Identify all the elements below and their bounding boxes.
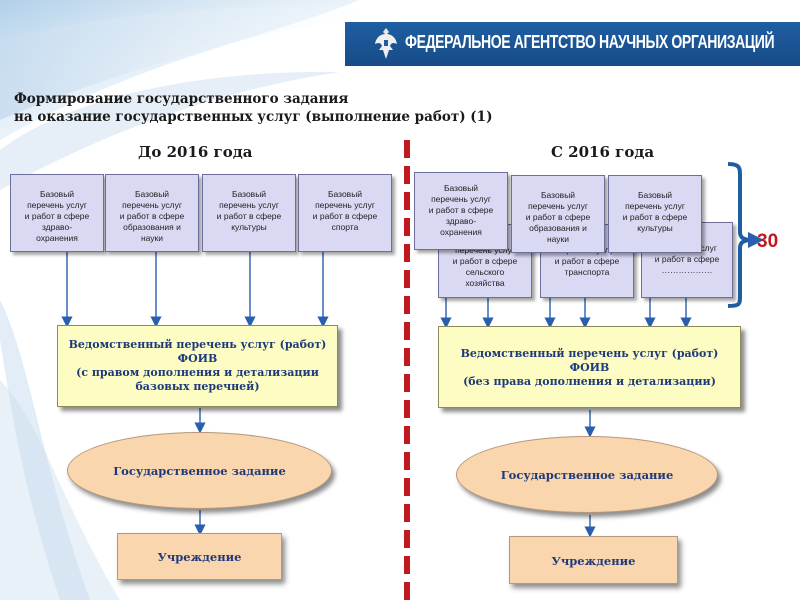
left-service-sport: Базовый перечень услуг и работ в сфере с… xyxy=(298,174,392,252)
left-column-heading: До 2016 года xyxy=(138,143,253,161)
right-dept-list: Ведомственный перечень услуг (работ) ФОИ… xyxy=(438,326,741,408)
header-bar: ФЕДЕРАЛЬНОЕ АГЕНТСТВО НАУЧНЫХ ОРГАНИЗАЦИ… xyxy=(345,22,800,66)
dept-line: Ведомственный перечень услуг (работ) xyxy=(68,338,327,351)
left-institution: Учреждение xyxy=(117,533,282,580)
left-service-healthcare: Базовый перечень услуг и работ в сфере з… xyxy=(10,174,104,252)
left-service-culture: Базовый перечень услуг и работ в сфере к… xyxy=(202,174,296,252)
page-title-line2: на оказание государственных услуг (выпол… xyxy=(14,109,493,125)
right-column-heading: С 2016 года xyxy=(551,143,655,161)
dashed-divider xyxy=(404,140,410,600)
right-institution: Учреждение xyxy=(509,536,678,584)
page-title-line1: Формирование государственного задания xyxy=(14,91,349,107)
service-label: Базовый перечень услуг и работ в сфере к… xyxy=(216,189,282,232)
agency-name: ФЕДЕРАЛЬНОЕ АГЕНТСТВО НАУЧНЫХ ОРГАНИЗАЦИ… xyxy=(405,32,775,52)
right-service-healthcare: Базовый перечень услуг и работ в сфере з… xyxy=(414,172,508,250)
service-label: Базовый перечень услуг и работ в сфере з… xyxy=(24,189,90,243)
page-title: Формирование государственного задания на… xyxy=(14,90,492,126)
eagle-emblem-icon xyxy=(375,28,397,59)
dept-line: ФОИВ xyxy=(569,361,610,374)
right-state-task: Государственное задание xyxy=(456,436,718,513)
left-state-task: Государственное задание xyxy=(67,432,332,509)
service-label: Базовый перечень услуг и работ в сфере о… xyxy=(525,190,591,244)
dept-line: ФОИВ xyxy=(177,352,218,365)
right-service-culture: Базовый перечень услуг и работ в сфере к… xyxy=(608,175,702,253)
service-label: Базовый перечень услуг и работ в сфере к… xyxy=(622,190,688,233)
left-service-education: Базовый перечень услуг и работ в сфере о… xyxy=(105,174,199,252)
left-dept-list: Ведомственный перечень услуг (работ) ФОИ… xyxy=(57,325,338,407)
dept-line: (с правом дополнения и детализации xyxy=(76,366,319,379)
right-service-education: Базовый перечень услуг и работ в сфере о… xyxy=(511,175,605,253)
service-count: 30 xyxy=(757,231,779,252)
service-label: Базовый перечень услуг и работ в сфере з… xyxy=(428,183,494,237)
dept-line: базовых перечней) xyxy=(135,380,260,393)
service-label: Базовый перечень услуг и работ в сфере с… xyxy=(312,189,378,232)
service-label: Базовый перечень услуг и работ в сфере о… xyxy=(119,189,185,243)
dept-line: Ведомственный перечень услуг (работ) xyxy=(460,347,719,360)
service-label: перечень услуг и работ в сфере сельского… xyxy=(452,245,518,288)
dept-line: (без права дополнения и детализации) xyxy=(463,375,716,388)
